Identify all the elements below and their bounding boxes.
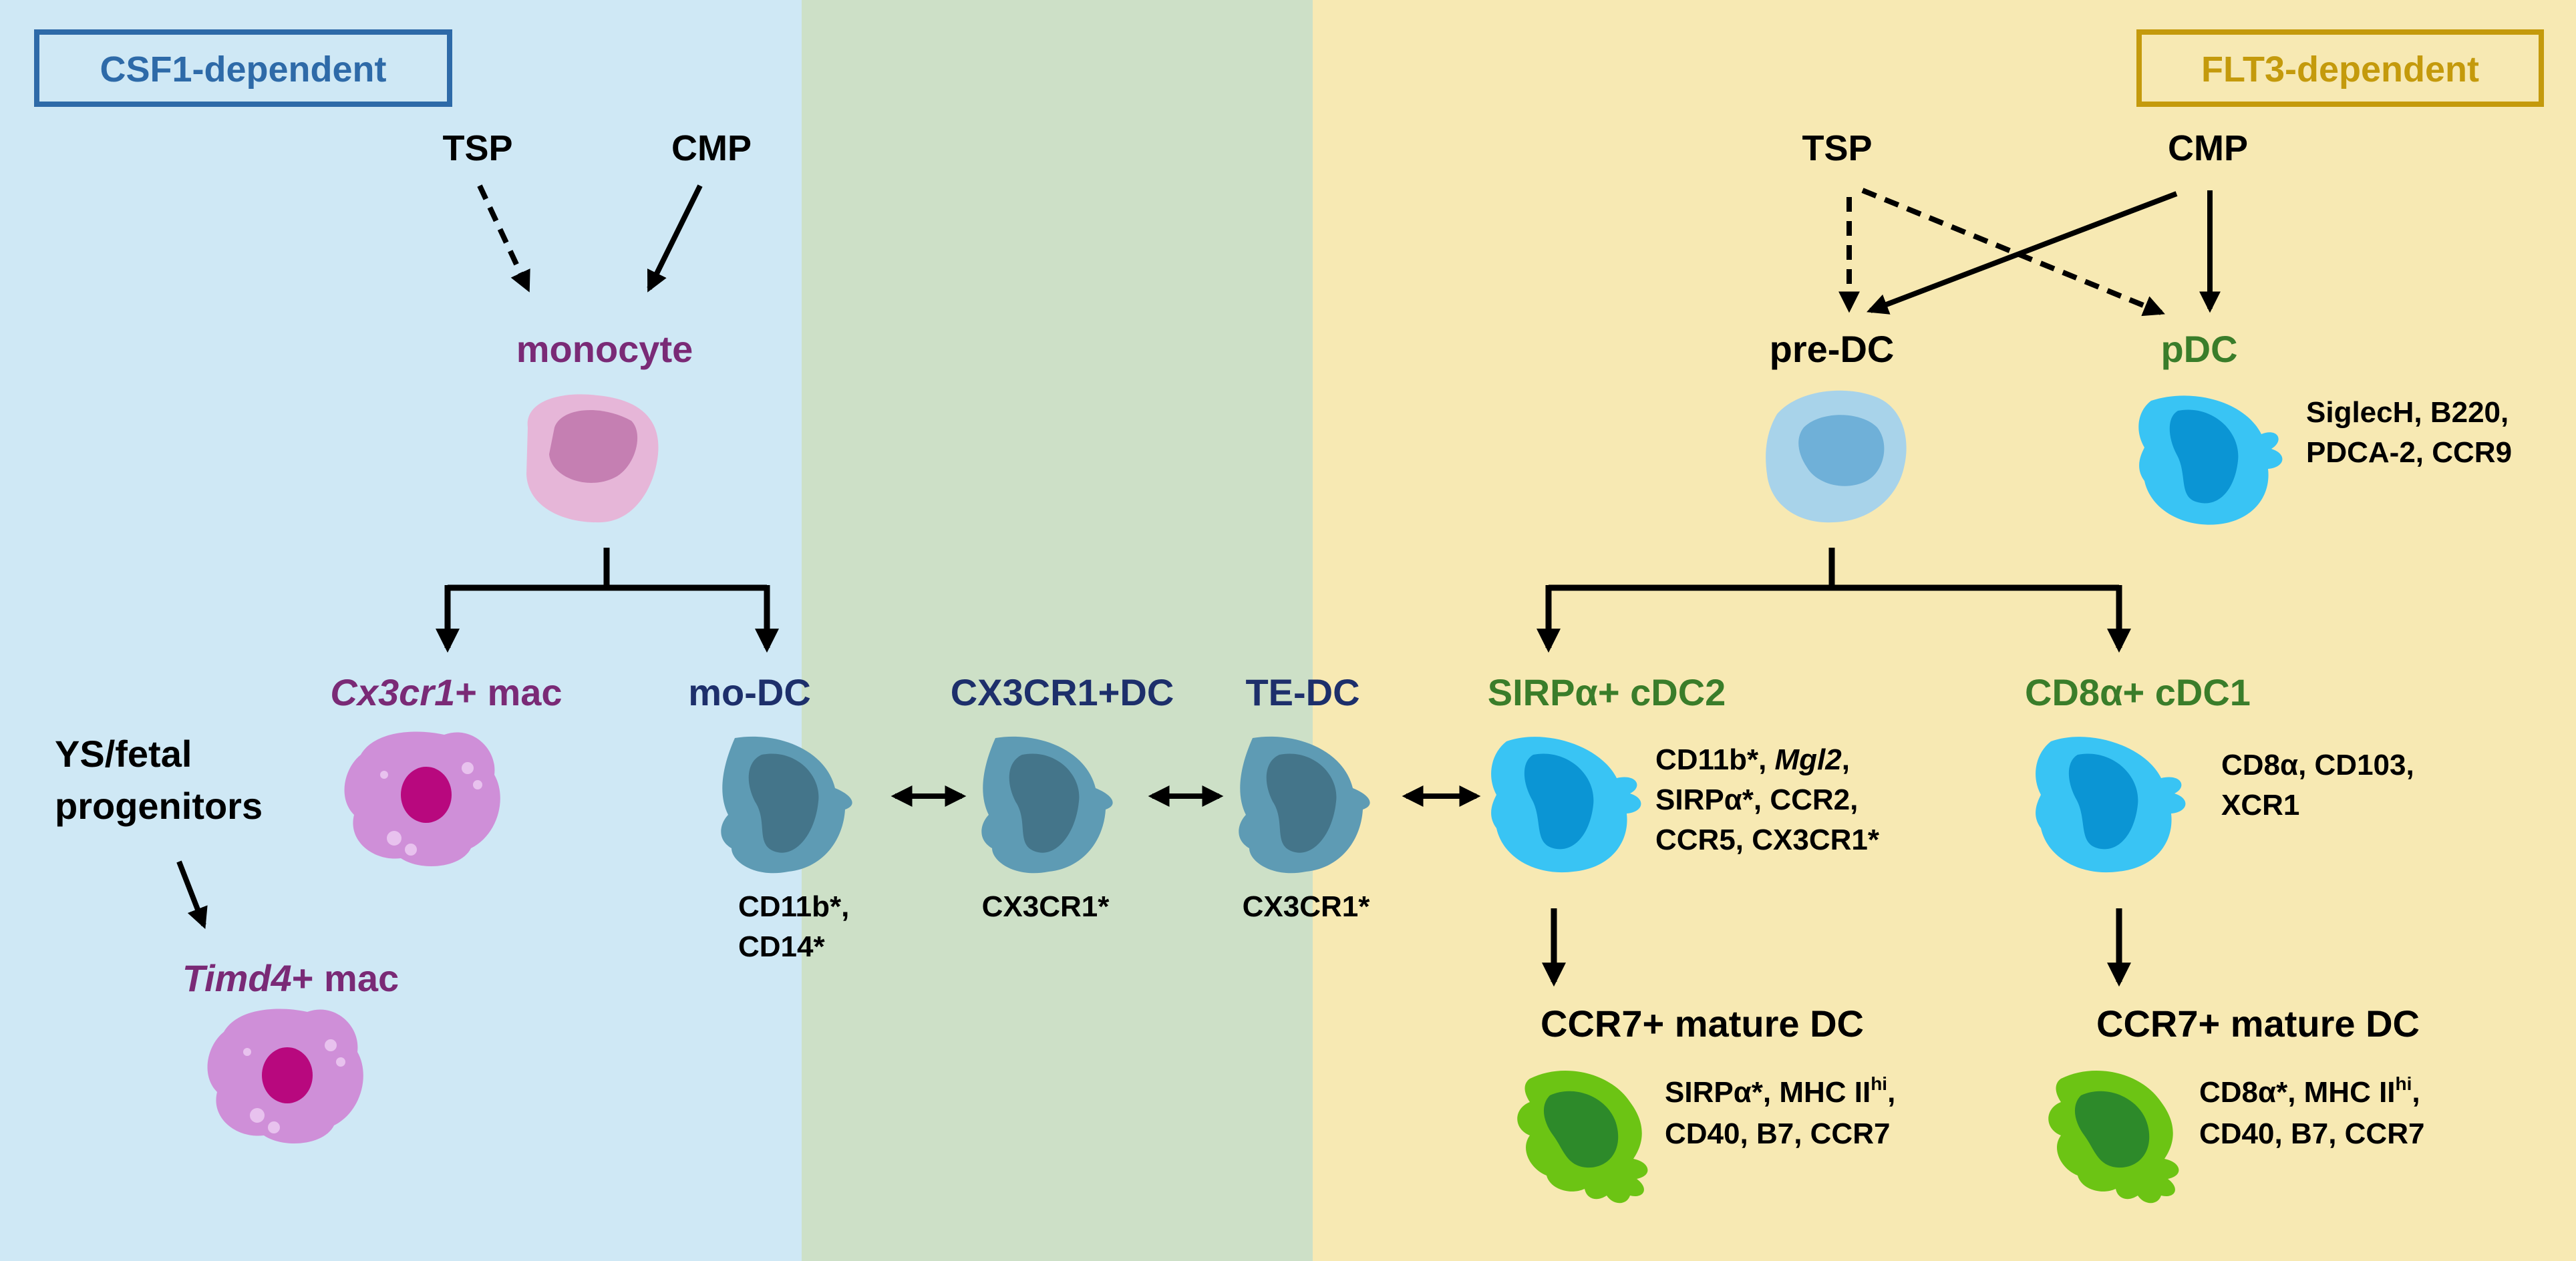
ys-fetal-line1: YS/fetal: [55, 733, 192, 775]
tedc-markers: CX3CR1*: [1243, 890, 1371, 923]
mixed-region: [802, 0, 1313, 1261]
monocyte-cell: [526, 394, 659, 523]
csf1-region: [0, 0, 802, 1261]
branch-predc: [1549, 548, 2119, 591]
mature-dc-left-cell: [1517, 1070, 1648, 1204]
csf1-label-box: CSF1-dependent: [34, 29, 452, 107]
cdc1-markers-line1: CD8α, CD103,: [2221, 749, 2414, 781]
mature-dc-left-label: CCR7+ mature DC: [1541, 1003, 1864, 1045]
tedc-label: TE-DC: [1245, 671, 1359, 713]
cx3cr1-dc-markers: CX3CR1*: [982, 890, 1110, 923]
flt3-label: FLT3-dependent: [2201, 49, 2479, 89]
arrow-cmp-predc: [1867, 191, 2178, 315]
arrow-ys-timd4: [176, 860, 208, 929]
flt3-label-box: FLT3-dependent: [2136, 29, 2544, 107]
pdc-markers-line1: SiglecH, B220,: [2306, 396, 2509, 429]
predc-label: pre-DC: [1770, 328, 1895, 370]
cdc1-markers-line2: XCR1: [2221, 789, 2299, 822]
cx3cr1-dc-cell: [981, 736, 1113, 874]
modc-cell: [721, 736, 852, 874]
timd4-mac-label: Timd4+ mac: [182, 957, 399, 999]
branch-monocyte: [448, 548, 767, 591]
mature-right-markers-line1: CD8α*, MHC IIhi,: [2199, 1073, 2420, 1109]
tsp-right-label: TSP: [1802, 128, 1872, 168]
modc-markers-line1: CD11b*,: [738, 890, 849, 923]
cmp-left-label: CMP: [671, 128, 752, 168]
cdc2-markers-line2: SIRPα*, CCR2,: [1655, 783, 1858, 816]
mature-dc-right-label: CCR7+ mature DC: [2096, 1003, 2420, 1045]
cx3cr1-mac-cell: [344, 731, 500, 866]
tsp-left-label: TSP: [442, 128, 512, 168]
flt3-region: [1313, 0, 2576, 1261]
mature-left-markers-line1: SIRPα*, MHC IIhi,: [1665, 1073, 1895, 1109]
modc-markers-line2: CD14*: [738, 930, 825, 963]
mature-dc-right-cell: [2048, 1070, 2179, 1204]
arrow-tsp-pdc: [1861, 188, 2165, 317]
tedc-cell: [1239, 736, 1370, 874]
cdc2-markers-line1: CD11b*, Mgl2,: [1655, 743, 1850, 776]
mature-right-markers-line2: CD40, B7, CCR7: [2199, 1117, 2424, 1150]
timd4-mac-cell: [207, 1009, 363, 1143]
cx3cr1-mac-label: Cx3cr1+ mac: [330, 671, 562, 713]
cdc2-markers-line3: CCR5, CX3CR1*: [1655, 824, 1880, 856]
cdc1-label: CD8α+ cDC1: [2025, 671, 2251, 713]
csf1-label: CSF1-dependent: [100, 49, 386, 89]
arrow-tsp-monocyte: [477, 184, 530, 293]
cmp-right-label: CMP: [2168, 128, 2248, 168]
cdc2-label: SIRPα+ cDC2: [1488, 671, 1726, 713]
cdc1-cell: [2036, 737, 2186, 873]
monocyte-label: monocyte: [516, 328, 693, 370]
predc-cell: [1766, 390, 1907, 523]
arrow-cmp-monocyte: [647, 184, 703, 293]
mature-left-markers-line2: CD40, B7, CCR7: [1665, 1117, 1890, 1150]
pdc-cell: [2138, 395, 2283, 525]
cdc2-cell: [1491, 737, 1641, 873]
cx3cr1-dc-label: CX3CR1+DC: [951, 671, 1174, 713]
pdc-label: pDC: [2160, 328, 2237, 370]
pdc-markers-line2: PDCA-2, CCR9: [2306, 436, 2512, 469]
modc-label: mo-DC: [688, 671, 811, 713]
ys-fetal-line2: progenitors: [55, 785, 263, 827]
